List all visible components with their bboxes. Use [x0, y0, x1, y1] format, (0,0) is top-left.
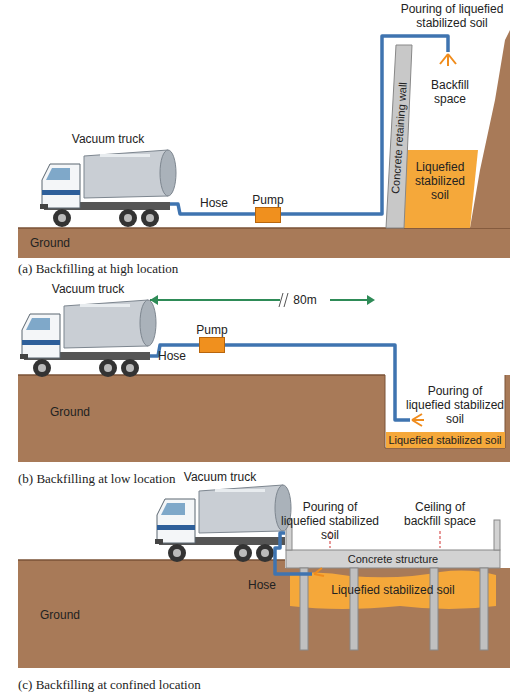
part-label: Ground — [30, 236, 70, 250]
part-label: Liquefied stabilized soil — [388, 433, 501, 447]
part-label: Concrete structure — [348, 552, 438, 566]
part-label: Ground — [40, 608, 80, 622]
pump-box: Pump — [196, 323, 227, 353]
panel-caption: (c) Backfilling at confined location — [18, 678, 201, 692]
pump-box: Pump — [252, 193, 283, 223]
part-label: Ground — [50, 405, 90, 419]
panel-caption: (b) Backfilling at low location — [18, 472, 175, 486]
part-label: Hose — [158, 349, 186, 363]
panel-caption: (a) Backfilling at high location — [18, 262, 178, 276]
part-label: Pouring of liquefied stabilized soil — [405, 384, 505, 426]
part-label: Vacuum truck — [184, 470, 256, 484]
pump-body — [199, 337, 225, 353]
part-label: Hose — [248, 578, 276, 592]
part-label: Vacuum truck — [52, 282, 124, 296]
pump-label: Pump — [196, 323, 227, 337]
part-label: Vacuum truck — [72, 132, 144, 146]
part-label: Ceiling of backfill space — [395, 500, 485, 528]
part-label: Hose — [200, 196, 228, 210]
part-label: Liquefied stabilized soil — [409, 160, 471, 202]
part-label: Backfill space — [415, 78, 485, 106]
part-label: 80m — [290, 293, 319, 307]
part-label: Pouring of liquefied stabilized soil — [397, 2, 507, 30]
pump-label: Pump — [252, 193, 283, 207]
part-label: Pouring of liquefied stabilized soil — [280, 500, 380, 542]
part-label: Liquefied stabilized soil — [331, 583, 454, 597]
pump-body — [255, 207, 281, 223]
